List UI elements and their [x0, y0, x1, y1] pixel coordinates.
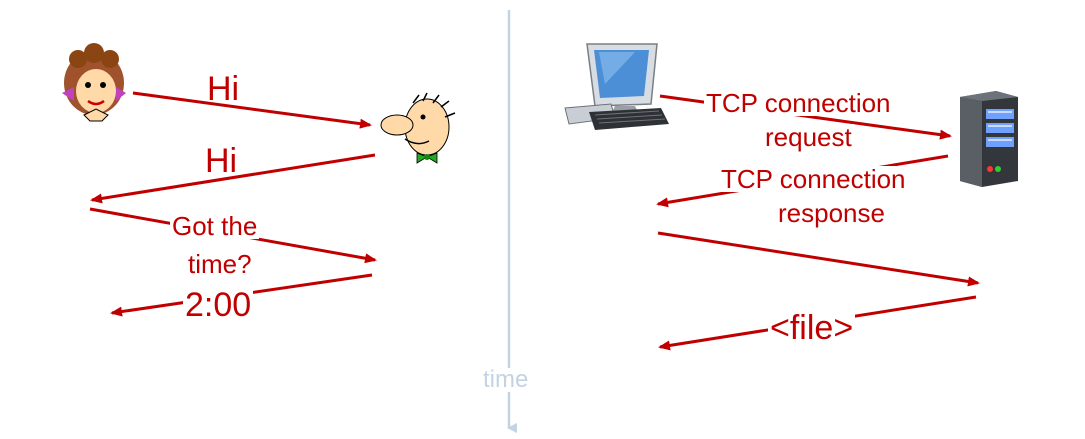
- label-time-axis: time: [483, 366, 529, 393]
- woman-icon: [62, 43, 126, 122]
- arrow-get-file: [657, 231, 980, 287]
- desktop-computer-icon: [564, 43, 669, 130]
- label-answer-2-00: 2:00: [183, 286, 254, 324]
- arrow-hi-man-to-woman: [90, 153, 376, 204]
- label-tcp-response-1: TCP connection: [719, 164, 908, 194]
- arrow-hi-woman-to-man: [132, 91, 372, 129]
- label-tcp-response-2: response: [776, 198, 887, 228]
- label-tcp-request-2: request: [763, 122, 854, 152]
- human-protocol-arrows: [89, 91, 377, 317]
- label-hi-2: Hi: [205, 142, 238, 180]
- label-time-question: time?: [186, 249, 254, 279]
- label-tcp-request-1: TCP connection: [704, 88, 893, 118]
- man-icon: [380, 92, 456, 164]
- label-got-the: Got the: [170, 211, 260, 241]
- label-hi-1: Hi: [207, 70, 240, 108]
- server-tower-icon: [960, 91, 1018, 187]
- label-file: <file>: [768, 309, 856, 347]
